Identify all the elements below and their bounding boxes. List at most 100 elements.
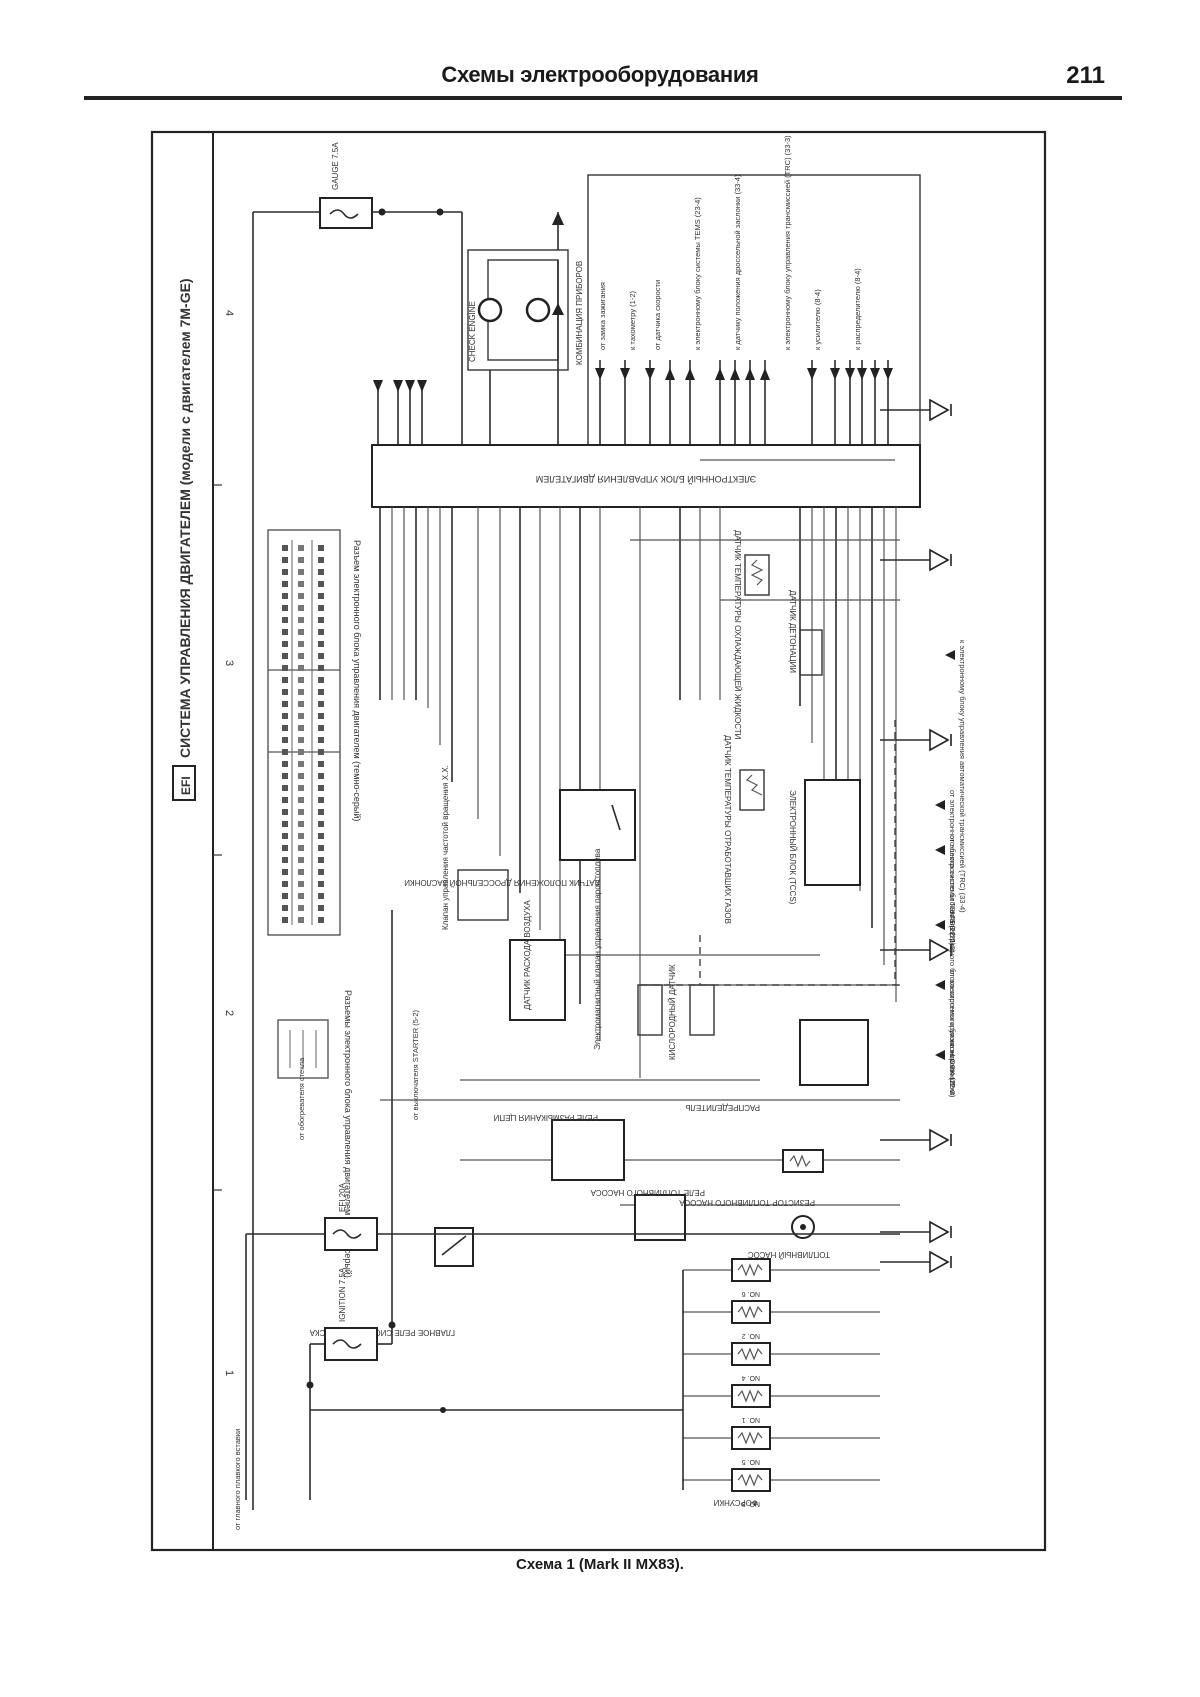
top-annotation: от замка зажигания: [598, 282, 607, 350]
connector-pin: [318, 545, 324, 551]
connector-pin: [282, 809, 288, 815]
air-flow-meter-label: ДАТЧИК РАСХОДА ВОЗДУХА: [523, 900, 532, 1010]
combination-meter: [467, 249, 569, 371]
connector-pin: [298, 821, 304, 827]
distributor-label: РАСПРЕДЕЛИТЕЛЬ: [685, 1103, 760, 1112]
connector-pin: [318, 581, 324, 587]
zone-number-4: 4: [223, 310, 235, 316]
connector-pin: [298, 797, 304, 803]
zone-ticks: [213, 484, 222, 1191]
top-annotation: к тахометру (1-2): [628, 291, 637, 350]
fuel-pump-resistor: [782, 1149, 824, 1173]
connector-pin: [282, 617, 288, 623]
arrow-down-icon: [595, 368, 605, 380]
connector-pin: [318, 833, 324, 839]
arrow-left-icon: [935, 1050, 945, 1060]
small-connector-drawing: [277, 1019, 329, 1079]
connector-pin: [282, 749, 288, 755]
connector-pin: [282, 845, 288, 851]
connector-pin: [298, 725, 304, 731]
connector-pin: [298, 689, 304, 695]
ground-icon: [929, 1220, 950, 1244]
connector-pin: [298, 653, 304, 659]
fuse-ignition: [324, 1327, 378, 1361]
check-engine-label: CHECK ENGINE: [468, 301, 477, 362]
fuse-gauge-label: GAUGE 7.5A: [331, 142, 340, 190]
injector: [731, 1384, 771, 1408]
arrow-left-icon: [935, 845, 945, 855]
right-annotation: от электронного блока системы TEMS (22-2…: [948, 790, 957, 946]
connector-pin: [318, 629, 324, 635]
top-annotation-frame: [587, 174, 921, 446]
connector-pin: [318, 857, 324, 863]
connector-pin: [298, 713, 304, 719]
arrow-down-icon: [883, 368, 893, 380]
injector-coil-icon: [737, 1263, 763, 1277]
arrow-down-icon: [845, 368, 855, 380]
right-annotation: от выключателя: [948, 1040, 957, 1096]
fuel-pump-relay: [634, 1194, 686, 1241]
connector-pin: [318, 749, 324, 755]
connector-pin: [318, 689, 324, 695]
right-annotation: к электронному блоку управления автомати…: [958, 640, 967, 913]
connector-pin: [298, 605, 304, 611]
top-annotation: к электронному блоку управления трансмис…: [783, 135, 792, 350]
knock-sensor-label: ДАТЧИК ДЕТОНАЦИИ: [788, 590, 797, 673]
fuse-efi: [324, 1217, 378, 1251]
right-annotation: от электронного блока «LOCK-UP»: [948, 970, 957, 1092]
connector-pin: [298, 809, 304, 815]
connector-pin: [282, 725, 288, 731]
zone-number-2: 2: [223, 1010, 235, 1016]
connector-pin: [282, 605, 288, 611]
right-annotation: от электронного блока ABS (21-2): [948, 835, 957, 953]
connector-pin: [298, 917, 304, 923]
connector-pin: [318, 665, 324, 671]
arrow-left-icon: [935, 980, 945, 990]
connector-caption-small: Разъемы электронного блока управления дв…: [343, 990, 353, 1278]
injector-coil-icon: [737, 1347, 763, 1361]
connector-pin: [298, 893, 304, 899]
arrow-up-icon: [685, 368, 695, 380]
connector-pin: [318, 905, 324, 911]
connector-pin: [282, 701, 288, 707]
arrow-down-icon: [620, 368, 630, 380]
connector-pin: [318, 569, 324, 575]
connector-pin: [282, 689, 288, 695]
air-flow-meter: [509, 939, 566, 1021]
injectors-group: NO. 6NO. 2NO. 4NO. 1NO. 5NO. 3: [683, 1258, 880, 1507]
connector-pin: [282, 857, 288, 863]
connector-pin: [318, 653, 324, 659]
connector-pin: [298, 749, 304, 755]
ground-icon: [929, 728, 950, 752]
connector-pin: [282, 917, 288, 923]
idle-control-valve: [457, 869, 509, 921]
exhaust-temp-label: ДАТЧИК ТЕМПЕРАТУРЫ ОТРАБОТАВШИХ ГАЗОВ: [723, 735, 732, 924]
throttle-sensor-label: ДАТЧИК ПОЛОЖЕНИЯ ДРОССЕЛЬНОЙ ЗАСЛОНКИ: [404, 878, 600, 887]
arrow-left-icon: [945, 650, 955, 660]
connector-pin: [282, 881, 288, 887]
connector-pin: [298, 641, 304, 647]
connector-pin: [298, 881, 304, 887]
connector-pin: [318, 845, 324, 851]
connector-pin: [298, 581, 304, 587]
coolant-temp-sensor: [744, 554, 770, 596]
connector-pin: [282, 677, 288, 683]
connector-pin: [282, 593, 288, 599]
ground-icon: [929, 938, 950, 962]
connector-pin: [298, 905, 304, 911]
connector-pin: [282, 869, 288, 875]
arrow-left-icon: [935, 920, 945, 930]
ground-icon: [929, 1250, 950, 1274]
main-relay-label: ГЛАВНОЕ РЕЛЕ СИСТЕМЫ ВПРЫСКА: [309, 1328, 455, 1337]
arrow-up-icon: [715, 368, 725, 380]
fuel-pump-relay-label: РЕЛЕ ТОПЛИВНОГО НАСОСА: [590, 1188, 705, 1197]
injector-coil-icon: [737, 1305, 763, 1319]
exhaust-temp-sensor: [739, 769, 765, 811]
fuel-pump-label: ТОПЛИВНЫЙ НАСОС: [748, 1250, 830, 1259]
connector-pin: [318, 773, 324, 779]
left-annotation-defogger: от обогревателя стекла: [297, 1057, 306, 1140]
right-annotation: от электронного блока системы круиз-конт…: [948, 910, 957, 1098]
connector-pin: [282, 557, 288, 563]
connector-pin: [298, 857, 304, 863]
connector-pin: [282, 641, 288, 647]
